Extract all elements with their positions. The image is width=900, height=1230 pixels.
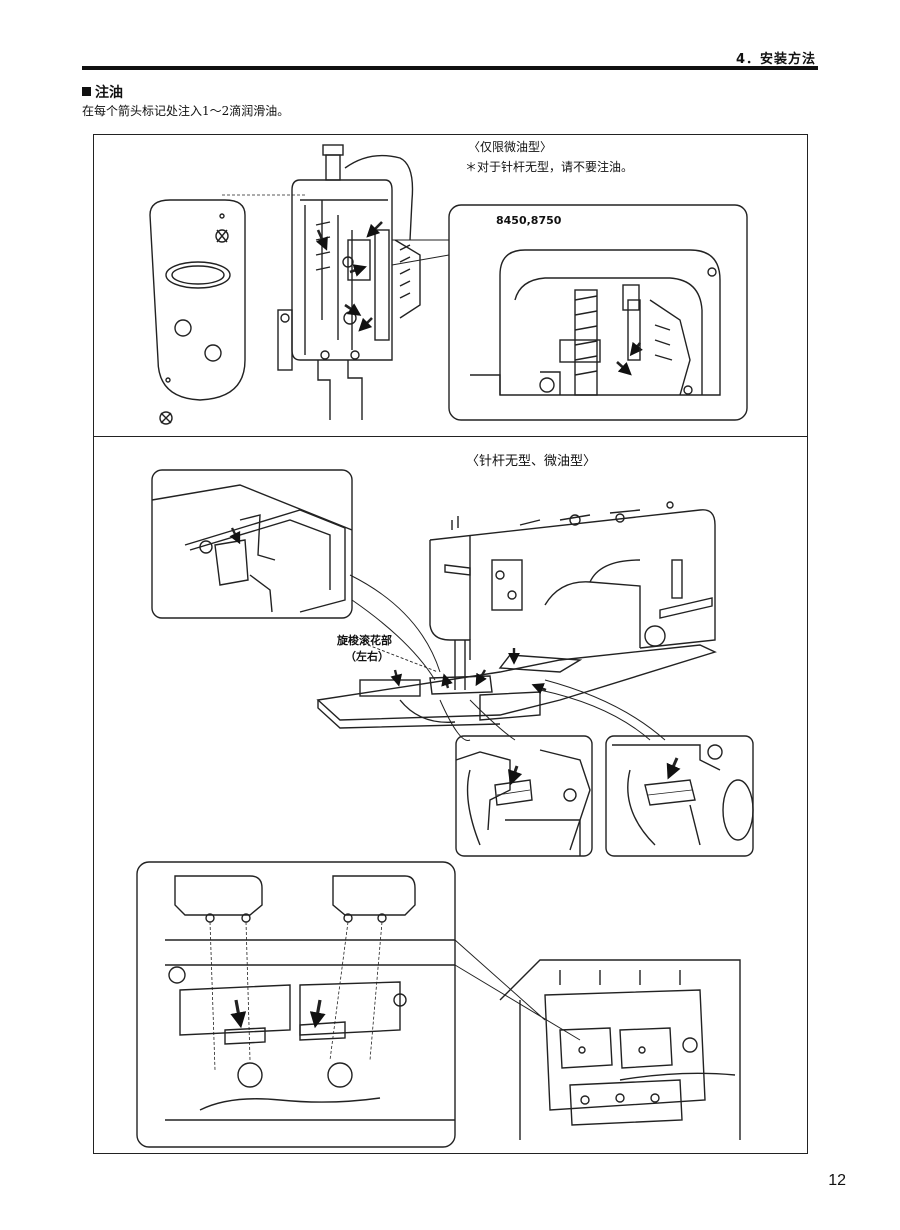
callout-label-line1: 旋梭滚花部 [337, 634, 392, 647]
machine-face [277, 144, 421, 420]
callout-leader [367, 644, 439, 673]
callout-label-line2: （左右） [345, 650, 389, 663]
sewing-machine [316, 501, 717, 729]
instruction-text: 在每个箭头标记处注入1～2滴润滑油。 [82, 104, 290, 118]
detail-bed-underside [165, 875, 455, 1121]
machine-underside-view [499, 959, 741, 1140]
section-title: 注油 [82, 82, 123, 102]
oil-point-arrows-top [315, 221, 643, 376]
detail-box-bed-underside [136, 861, 456, 1148]
cover-screw-bottom [159, 411, 173, 425]
oil-point-arrows-machine [229, 527, 547, 695]
inset-mechanism [470, 249, 721, 396]
cover-screw-top [215, 229, 229, 243]
detail-box-hook-top [151, 469, 353, 619]
illustration-frame [93, 134, 808, 1154]
detail-box-right-hook [605, 735, 754, 857]
panel-divider [93, 436, 808, 437]
header-rule [82, 66, 818, 70]
detail-left-hook [455, 749, 591, 856]
page-number: 12 [828, 1172, 846, 1189]
oil-point-arrows-bed [230, 999, 326, 1029]
bottom-panel-heading: 〈针杆无型、微油型〉 [466, 454, 597, 469]
section-title-text: 注油 [95, 85, 123, 101]
inset-box [448, 204, 748, 421]
square-bullet-icon [82, 87, 91, 96]
detail-right-hook [612, 744, 754, 846]
detail-hook-top [151, 484, 353, 613]
inset-model-label: 8450,8750 [496, 214, 562, 227]
oil-point-arrows-middle [507, 757, 681, 786]
detail-box-left-hook [455, 735, 593, 857]
chapter-header: 4．安装方法 [735, 52, 816, 67]
top-panel-heading: 〈仅限微油型〉 [468, 140, 553, 154]
face-cover-plate [149, 199, 246, 401]
top-panel-note: ＊对于针杆无型，请不要注油。 [465, 160, 634, 174]
